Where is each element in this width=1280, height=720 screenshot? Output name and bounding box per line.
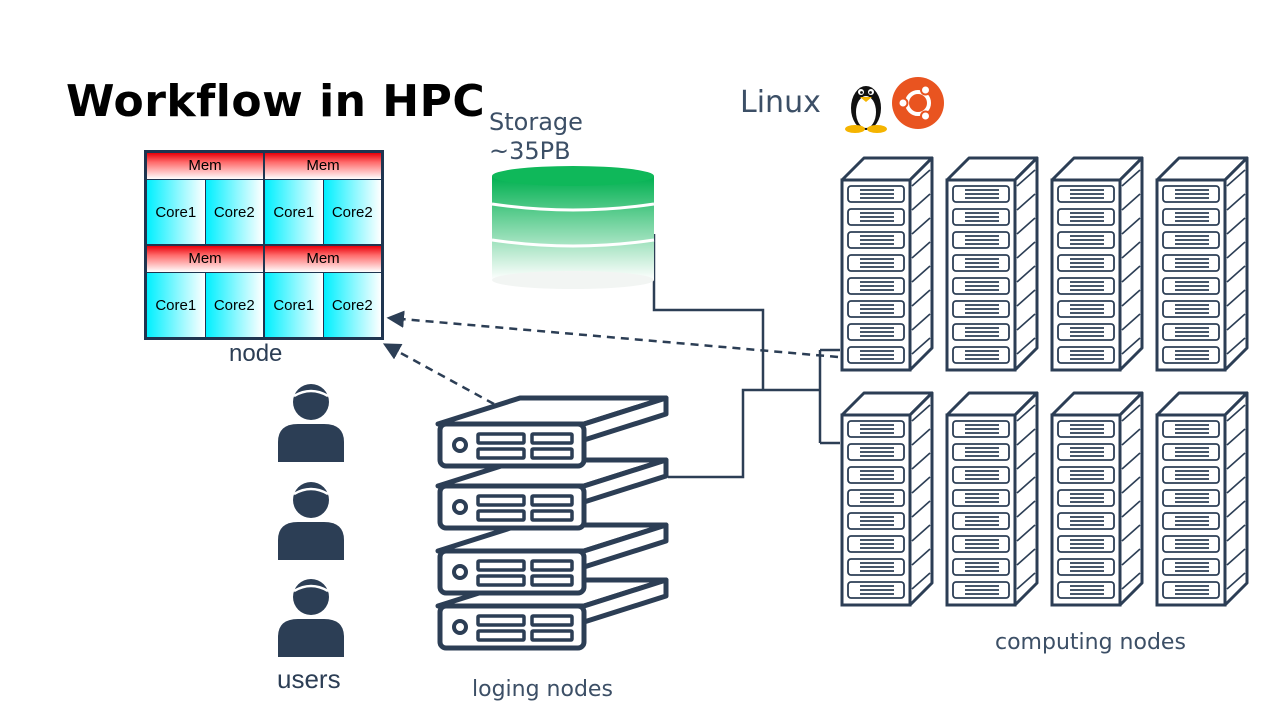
arrows bbox=[382, 310, 839, 406]
memory-block: Mem bbox=[147, 246, 263, 272]
storage-icon bbox=[491, 166, 655, 289]
computing-nodes bbox=[840, 156, 1249, 607]
core-block: Core2 bbox=[205, 273, 263, 337]
login-nodes-label: loging nodes bbox=[472, 677, 613, 702]
compute-rack bbox=[945, 391, 1039, 607]
user-icon bbox=[276, 382, 346, 464]
core-block: Core2 bbox=[205, 180, 263, 244]
login-server bbox=[438, 398, 666, 466]
login-to-node-arrow bbox=[382, 343, 495, 406]
compute-rack bbox=[840, 391, 934, 607]
computing-nodes-label: computing nodes bbox=[995, 630, 1186, 655]
tux-penguin-icon bbox=[845, 86, 887, 133]
users-group bbox=[276, 382, 346, 659]
compute-rack bbox=[945, 156, 1039, 372]
compute-rack bbox=[1155, 391, 1249, 607]
node-label: node bbox=[229, 340, 283, 367]
login-nodes bbox=[438, 398, 666, 648]
ubuntu-logo-icon bbox=[892, 77, 944, 129]
storage-label: Storage ~35PB bbox=[489, 108, 583, 166]
linux-label: Linux bbox=[740, 85, 821, 120]
login-server bbox=[438, 460, 666, 528]
storage-capacity: ~35PB bbox=[489, 137, 571, 165]
compute-to-node-arrow bbox=[386, 310, 839, 359]
user-icon bbox=[276, 577, 346, 659]
users-label: users bbox=[277, 664, 341, 694]
network-links bbox=[652, 234, 840, 479]
login-link bbox=[668, 388, 820, 479]
core-block: Core1 bbox=[147, 180, 205, 244]
memory-block: Mem bbox=[265, 246, 381, 272]
compute-rack bbox=[1050, 156, 1144, 372]
node-diagram: Mem Core1 Core2 Mem Core1 Core2 Mem Core… bbox=[144, 150, 384, 340]
compute-rack bbox=[1050, 391, 1144, 607]
node-quadrant: Mem Core1 Core2 bbox=[265, 246, 381, 337]
core-block: Core2 bbox=[323, 273, 381, 337]
user-icon bbox=[276, 480, 346, 562]
core-block: Core1 bbox=[147, 273, 205, 337]
memory-block: Mem bbox=[147, 153, 263, 179]
compute-taps bbox=[820, 348, 840, 445]
node-quadrant: Mem Core1 Core2 bbox=[147, 246, 263, 337]
memory-block: Mem bbox=[265, 153, 381, 179]
storage-name: Storage bbox=[489, 108, 583, 136]
compute-rack bbox=[1155, 156, 1249, 372]
core-block: Core1 bbox=[265, 180, 323, 244]
node-quadrant: Mem Core1 Core2 bbox=[265, 153, 381, 244]
page-title: Workflow in HPC bbox=[66, 76, 486, 127]
storage-link bbox=[652, 234, 765, 390]
core-block: Core2 bbox=[323, 180, 381, 244]
node-quadrant: Mem Core1 Core2 bbox=[147, 153, 263, 244]
core-block: Core1 bbox=[265, 273, 323, 337]
compute-rack bbox=[840, 156, 934, 372]
